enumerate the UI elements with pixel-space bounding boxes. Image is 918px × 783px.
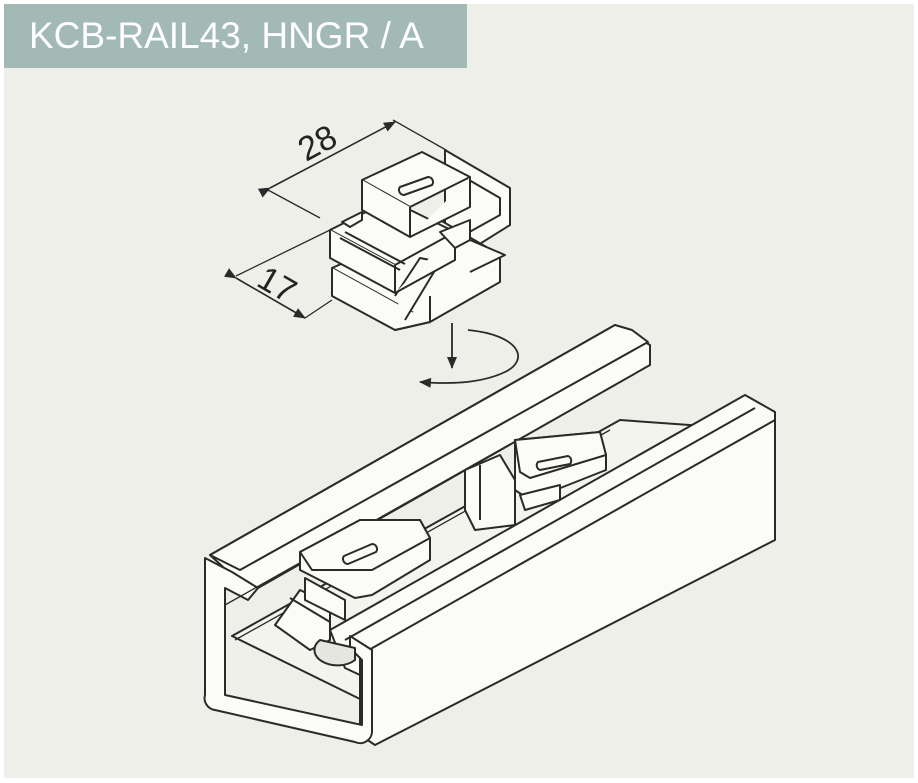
- installed-hanger-front: [274, 519, 431, 667]
- dimension-depth-label: 17: [251, 259, 303, 311]
- insert-rotate-arrows: [419, 323, 519, 388]
- installed-hanger-back: [464, 431, 607, 531]
- title-bar: KCB-RAIL43, HNGR / A: [4, 4, 467, 68]
- c-channel-rail: [203, 324, 776, 746]
- dimension-depth: 17: [223, 229, 333, 319]
- page-title: KCB-RAIL43, HNGR / A: [29, 15, 424, 56]
- hanger-part: [329, 149, 511, 331]
- dimension-width-label: 28: [292, 118, 343, 169]
